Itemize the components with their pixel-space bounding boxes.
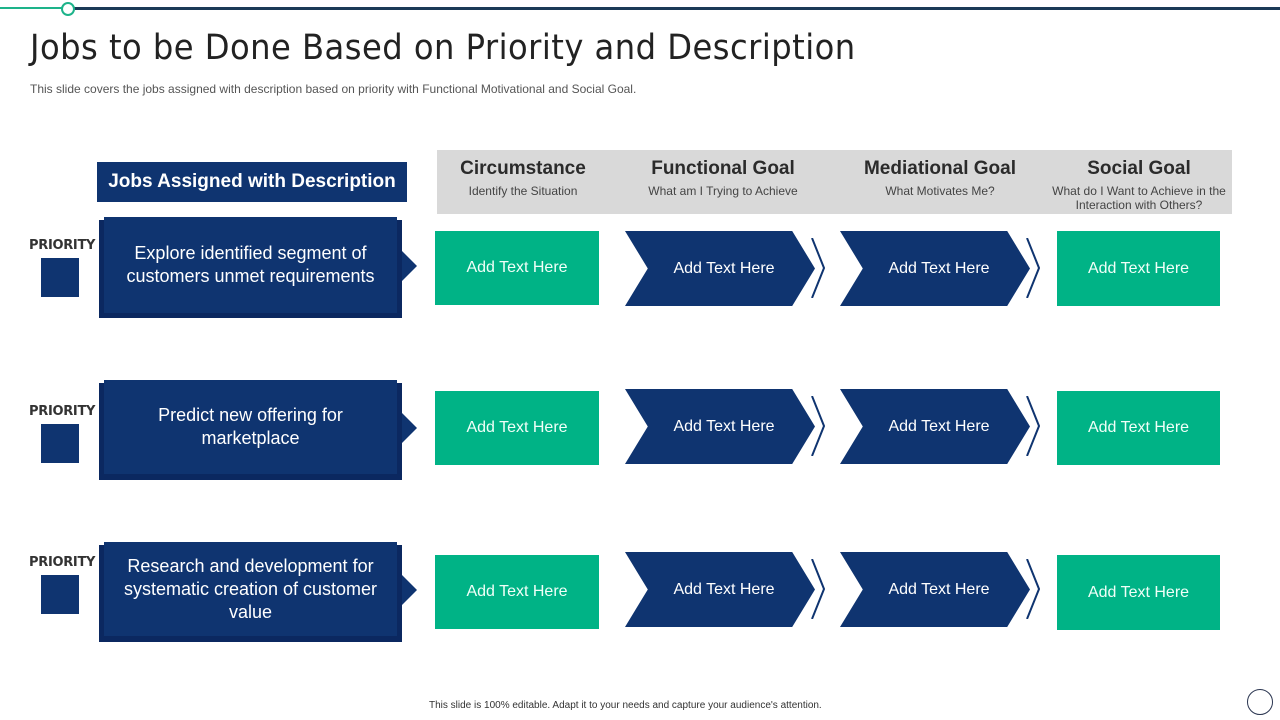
priority-label: PRIORITY <box>29 404 96 419</box>
job-description-box: Research and development for systematic … <box>104 542 397 636</box>
social-goal-cell[interactable]: Add Text Here <box>1057 391 1220 465</box>
footer-note: This slide is 100% editable. Adapt it to… <box>429 700 822 711</box>
functional-goal-chevron[interactable]: Add Text Here <box>625 552 815 627</box>
header-social-goal: Social Goal What do I Want to Achieve in… <box>1049 158 1229 212</box>
chevron-right-icon <box>1026 396 1040 456</box>
mediational-goal-chevron[interactable]: Add Text Here <box>840 552 1030 627</box>
header-title: Functional Goal <box>651 158 795 179</box>
chevron-right-icon <box>811 396 825 456</box>
chevron-right-icon <box>811 238 825 298</box>
chevron-right-icon <box>1026 559 1040 619</box>
jobs-column-header: Jobs Assigned with Description <box>97 162 407 202</box>
goal-header-band: Circumstance Identify the Situation Func… <box>437 150 1232 214</box>
circumstance-cell[interactable]: Add Text Here <box>435 555 599 629</box>
job-description-box: Explore identified segment of customers … <box>104 217 397 313</box>
header-title: Circumstance <box>460 158 586 179</box>
slide-title: Jobs to be Done Based on Priority and De… <box>30 28 856 68</box>
job-description-text: Explore identified segment of customers … <box>126 243 375 286</box>
top-accent-line-green <box>0 7 68 9</box>
header-circumstance: Circumstance Identify the Situation <box>437 158 609 198</box>
chevron-right-icon <box>811 559 825 619</box>
job-pointer-arrow-icon <box>402 413 417 443</box>
top-accent-line-navy <box>68 7 1280 10</box>
cell-text: Add Text Here <box>673 580 775 598</box>
header-subtitle: What Motivates Me? <box>885 184 995 198</box>
mediational-goal-chevron[interactable]: Add Text Here <box>840 389 1030 464</box>
priority-label: PRIORITY <box>29 555 96 570</box>
circumstance-cell[interactable]: Add Text Here <box>435 391 599 465</box>
job-description-text: Predict new offering for marketplace <box>158 405 343 448</box>
slide-subtitle: This slide covers the jobs assigned with… <box>30 82 637 96</box>
cell-text: Add Text Here <box>888 580 990 598</box>
functional-goal-chevron[interactable]: Add Text Here <box>625 389 815 464</box>
job-description-box: Predict new offering for marketplace <box>104 380 397 474</box>
job-pointer-arrow-icon <box>402 575 417 605</box>
job-pointer-arrow-icon <box>402 251 417 281</box>
header-mediational-goal: Mediational Goal What Motivates Me? <box>842 158 1038 198</box>
job-description-text: Research and development for systematic … <box>123 555 378 622</box>
header-subtitle: Identify the Situation <box>468 184 578 198</box>
priority-indicator[interactable] <box>41 575 79 614</box>
priority-indicator[interactable] <box>41 424 79 463</box>
cell-text: Add Text Here <box>888 417 990 435</box>
header-title: Social Goal <box>1087 158 1191 179</box>
chevron-right-icon <box>1026 238 1040 298</box>
cell-text: Add Text Here <box>673 259 775 277</box>
functional-goal-chevron[interactable]: Add Text Here <box>625 231 815 306</box>
header-title: Mediational Goal <box>863 158 1017 179</box>
social-goal-cell[interactable]: Add Text Here <box>1057 231 1220 306</box>
priority-indicator[interactable] <box>41 258 79 297</box>
cell-text: Add Text Here <box>888 259 990 277</box>
top-accent-dot-icon <box>61 2 75 16</box>
cell-text: Add Text Here <box>673 417 775 435</box>
social-goal-cell[interactable]: Add Text Here <box>1057 555 1220 630</box>
circumstance-cell[interactable]: Add Text Here <box>435 231 599 305</box>
circle-button-icon[interactable] <box>1247 689 1273 715</box>
header-functional-goal: Functional Goal What am I Trying to Achi… <box>625 158 821 198</box>
header-subtitle: What am I Trying to Achieve <box>648 184 798 198</box>
priority-label: PRIORITY <box>29 238 96 253</box>
header-subtitle: What do I Want to Achieve in the Interac… <box>1052 184 1226 212</box>
mediational-goal-chevron[interactable]: Add Text Here <box>840 231 1030 306</box>
